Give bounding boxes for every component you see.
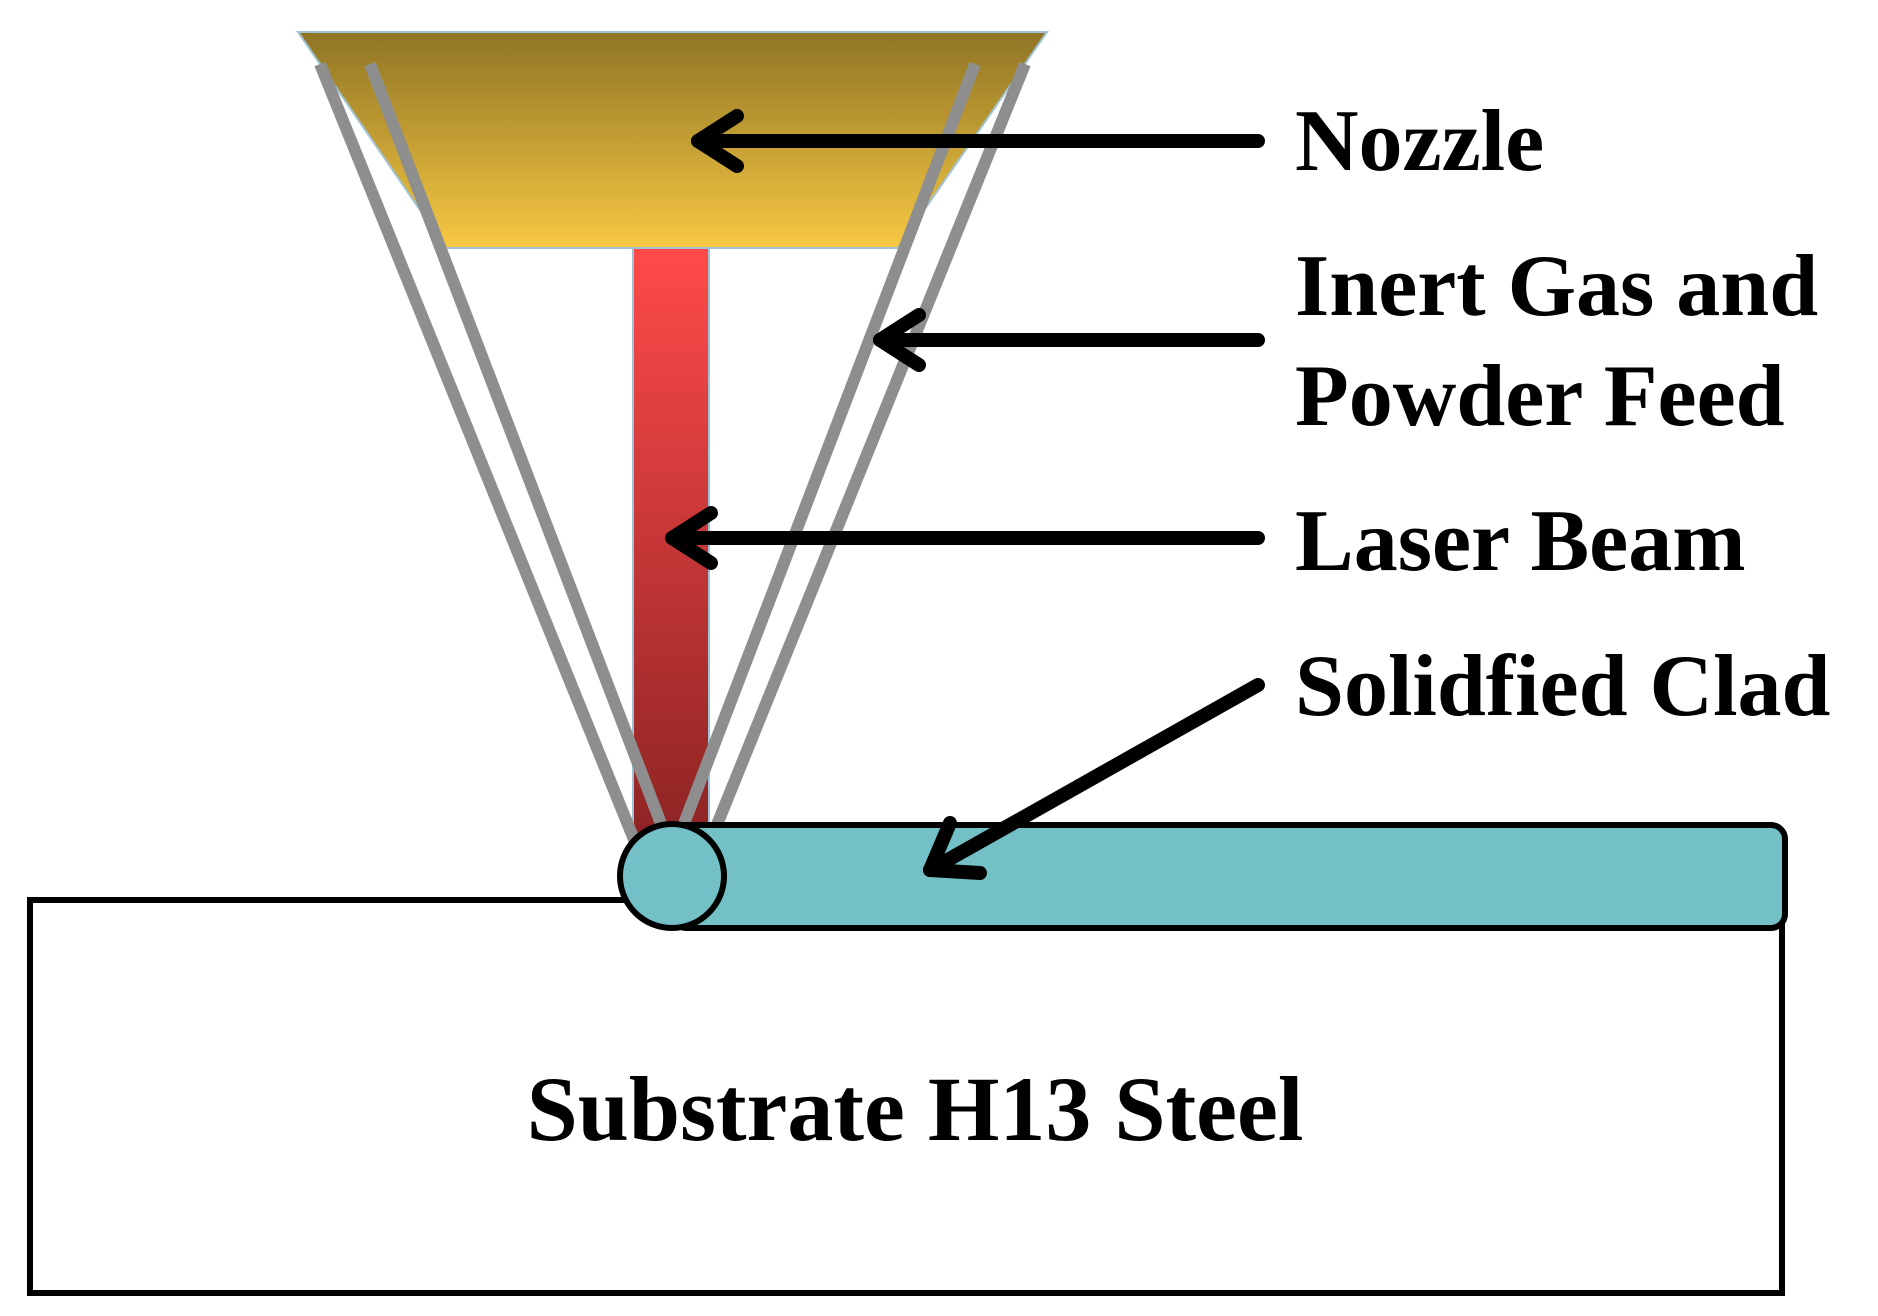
melt-pool-bead	[617, 821, 727, 931]
laser-arrow	[665, 506, 1265, 570]
gas-feed-arrow	[873, 308, 1265, 372]
gas-feed-line-left-inner	[364, 61, 674, 845]
label-nozzle: Nozzle	[1295, 93, 1544, 190]
gas-feed-line-right-outer	[704, 61, 1031, 845]
clad-arrow	[923, 678, 1265, 880]
label-substrate: Substrate H13 Steel	[527, 1058, 1304, 1160]
nozzle-body	[296, 31, 1049, 249]
label-solidified-clad: Solidfied Clad	[1295, 638, 1830, 735]
gas-feed-line-right-inner	[671, 61, 981, 845]
label-laser-beam: Laser Beam	[1295, 493, 1746, 590]
label-gas-feed-line1: Inert Gas and	[1295, 238, 1818, 335]
nozzle-arrow	[691, 109, 1265, 173]
gas-feed-line-left-outer	[314, 61, 641, 845]
substrate-block	[27, 897, 1785, 1296]
label-gas-feed-line2: Powder Feed	[1295, 348, 1785, 445]
solidified-clad-track	[669, 822, 1788, 931]
